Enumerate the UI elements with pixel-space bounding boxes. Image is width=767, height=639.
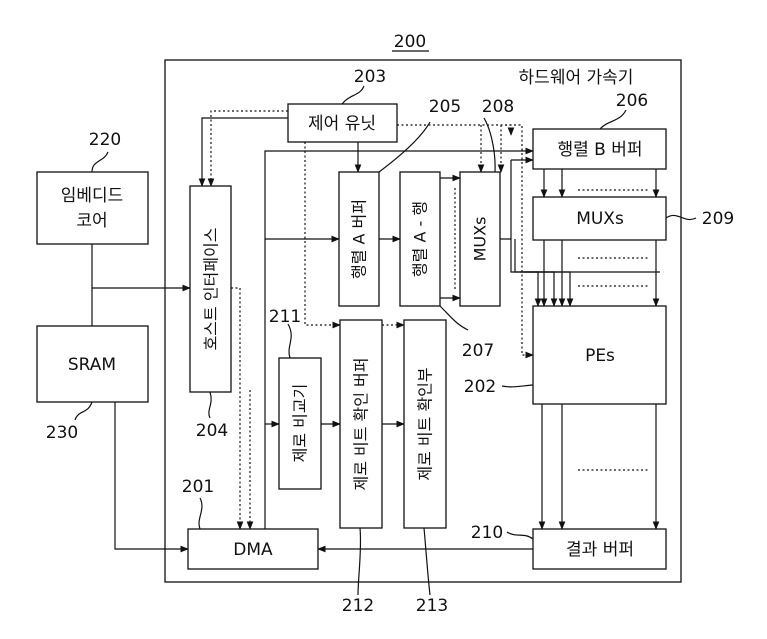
- ref-matrix-a-row: 207: [462, 341, 494, 361]
- ref-zero-bit-unit: 213: [416, 596, 448, 616]
- ref-pes: 202: [464, 377, 496, 397]
- muxs-small-label: MUXs: [471, 217, 490, 262]
- sram-label: SRAM: [68, 355, 116, 375]
- dma-label: DMA: [233, 540, 273, 560]
- accelerator-label: 하드웨어 가속기: [519, 68, 634, 88]
- dma-box: [187, 528, 319, 570]
- ref-embedded-core: 220: [89, 130, 121, 150]
- ref-matrix-b-buffer: 206: [616, 91, 648, 111]
- ref-dma: 201: [182, 477, 214, 497]
- matrix-b-buffer-box: [532, 128, 667, 170]
- pes-label: PEs: [585, 346, 615, 366]
- ref-host-interface: 204: [196, 421, 228, 441]
- zero-bit-unit-label: 제로 비트 확인부: [416, 367, 435, 480]
- zero-bit-buffer-label: 제로 비트 확인 버퍼: [352, 357, 371, 490]
- sram-box: [36, 325, 149, 403]
- matrix-a-buffer-label: 행렬 A 버퍼: [350, 199, 369, 279]
- embedded-core-label-line1: 임베디드: [61, 186, 124, 206]
- ref-matrix-a-buffer: 205: [429, 97, 461, 117]
- figure-number: 200: [394, 32, 426, 52]
- matrix-b-buffer-label: 행렬 B 버퍼: [557, 140, 642, 160]
- control-unit-label: 제어 유닛: [308, 114, 376, 134]
- reference-leaders: [74, 85, 697, 596]
- matrix-a-row-label: 행렬 A - 행: [411, 201, 430, 277]
- result-buffer-label: 결과 버퍼: [566, 540, 634, 560]
- dotted-control-connections: [207, 110, 650, 530]
- pes-box: [532, 305, 667, 405]
- ref-control-unit: 203: [354, 67, 386, 87]
- matrix-a-row-box: [399, 171, 441, 307]
- solid-connections: [91, 117, 660, 553]
- zero-comparator-label: 제로 비교기: [291, 384, 310, 463]
- control-unit-box: [287, 103, 398, 143]
- ref-muxs-large: 209: [702, 209, 734, 229]
- ref-zero-comparator: 211: [269, 307, 301, 327]
- ref-sram: 230: [46, 423, 78, 443]
- muxs-large-label: MUXs: [576, 209, 624, 229]
- ref-muxs-small: 208: [482, 97, 514, 117]
- host-interface-label: 호스트 인터페이스: [202, 228, 221, 351]
- embedded-core-box: [36, 171, 149, 245]
- muxs-large-box: [532, 196, 667, 241]
- ref-zero-bit-buffer: 212: [342, 596, 374, 616]
- zero-comparator-box: [278, 357, 322, 490]
- ref-result-buffer: 210: [471, 523, 503, 543]
- embedded-core-label-line2: 코어: [76, 211, 107, 231]
